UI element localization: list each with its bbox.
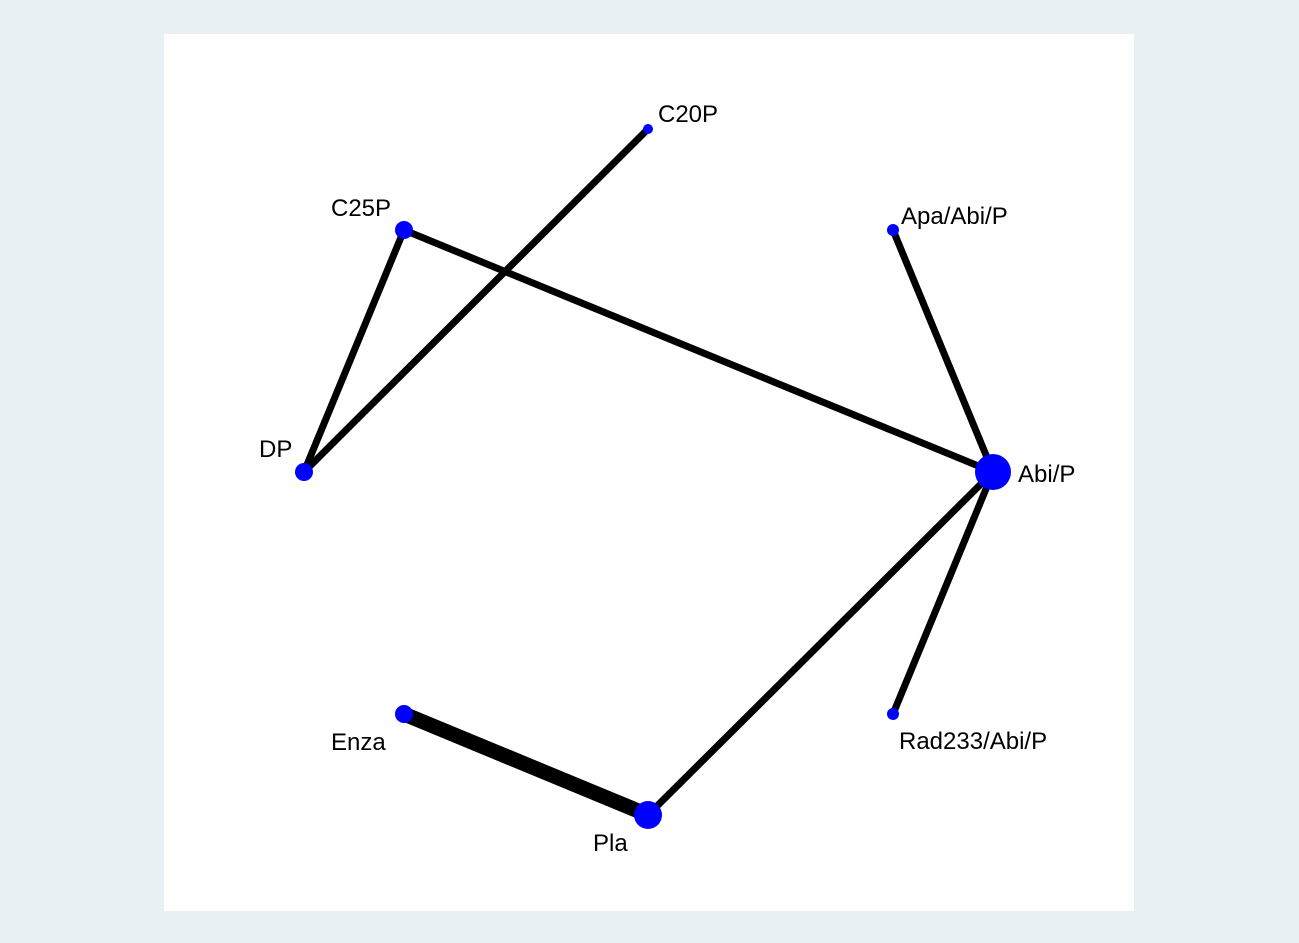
node-label-abip: Abi/P [1018, 461, 1075, 488]
node-c25p [395, 221, 413, 239]
node-apaabip [887, 224, 899, 236]
edge-c25p-dp [300, 228, 408, 474]
node-dp [295, 463, 313, 481]
nodes-layer [295, 124, 1011, 829]
node-enza [395, 705, 413, 723]
node-label-pla: Pla [593, 830, 628, 857]
edges-layer [300, 126, 997, 822]
node-c20p [643, 124, 653, 134]
node-label-c20p: C20P [658, 101, 718, 128]
edge-c20p-dp [301, 126, 651, 475]
node-abip [975, 454, 1011, 490]
node-rad233abip [887, 708, 899, 720]
node-pla [634, 801, 662, 829]
node-label-apaabip: Apa/Abi/P [901, 203, 1008, 230]
node-label-c25p: C25P [331, 195, 391, 222]
plot-area [164, 34, 1134, 911]
edge-apaabip-abip [889, 228, 997, 474]
node-label-enza: Enza [331, 729, 386, 756]
edge-abip-rad233abip [889, 470, 997, 716]
edge-enza-pla [401, 707, 651, 822]
edge-abip-pla [645, 469, 996, 818]
labels-layer: C20P C25P Apa/Abi/P DP Abi/P Rad233/Abi/P Enza… [259, 101, 1075, 857]
edge-c25p-abip [402, 226, 995, 476]
node-label-rad233abip: Rad233/Abi/P [899, 728, 1047, 755]
node-label-dp: DP [259, 436, 292, 463]
